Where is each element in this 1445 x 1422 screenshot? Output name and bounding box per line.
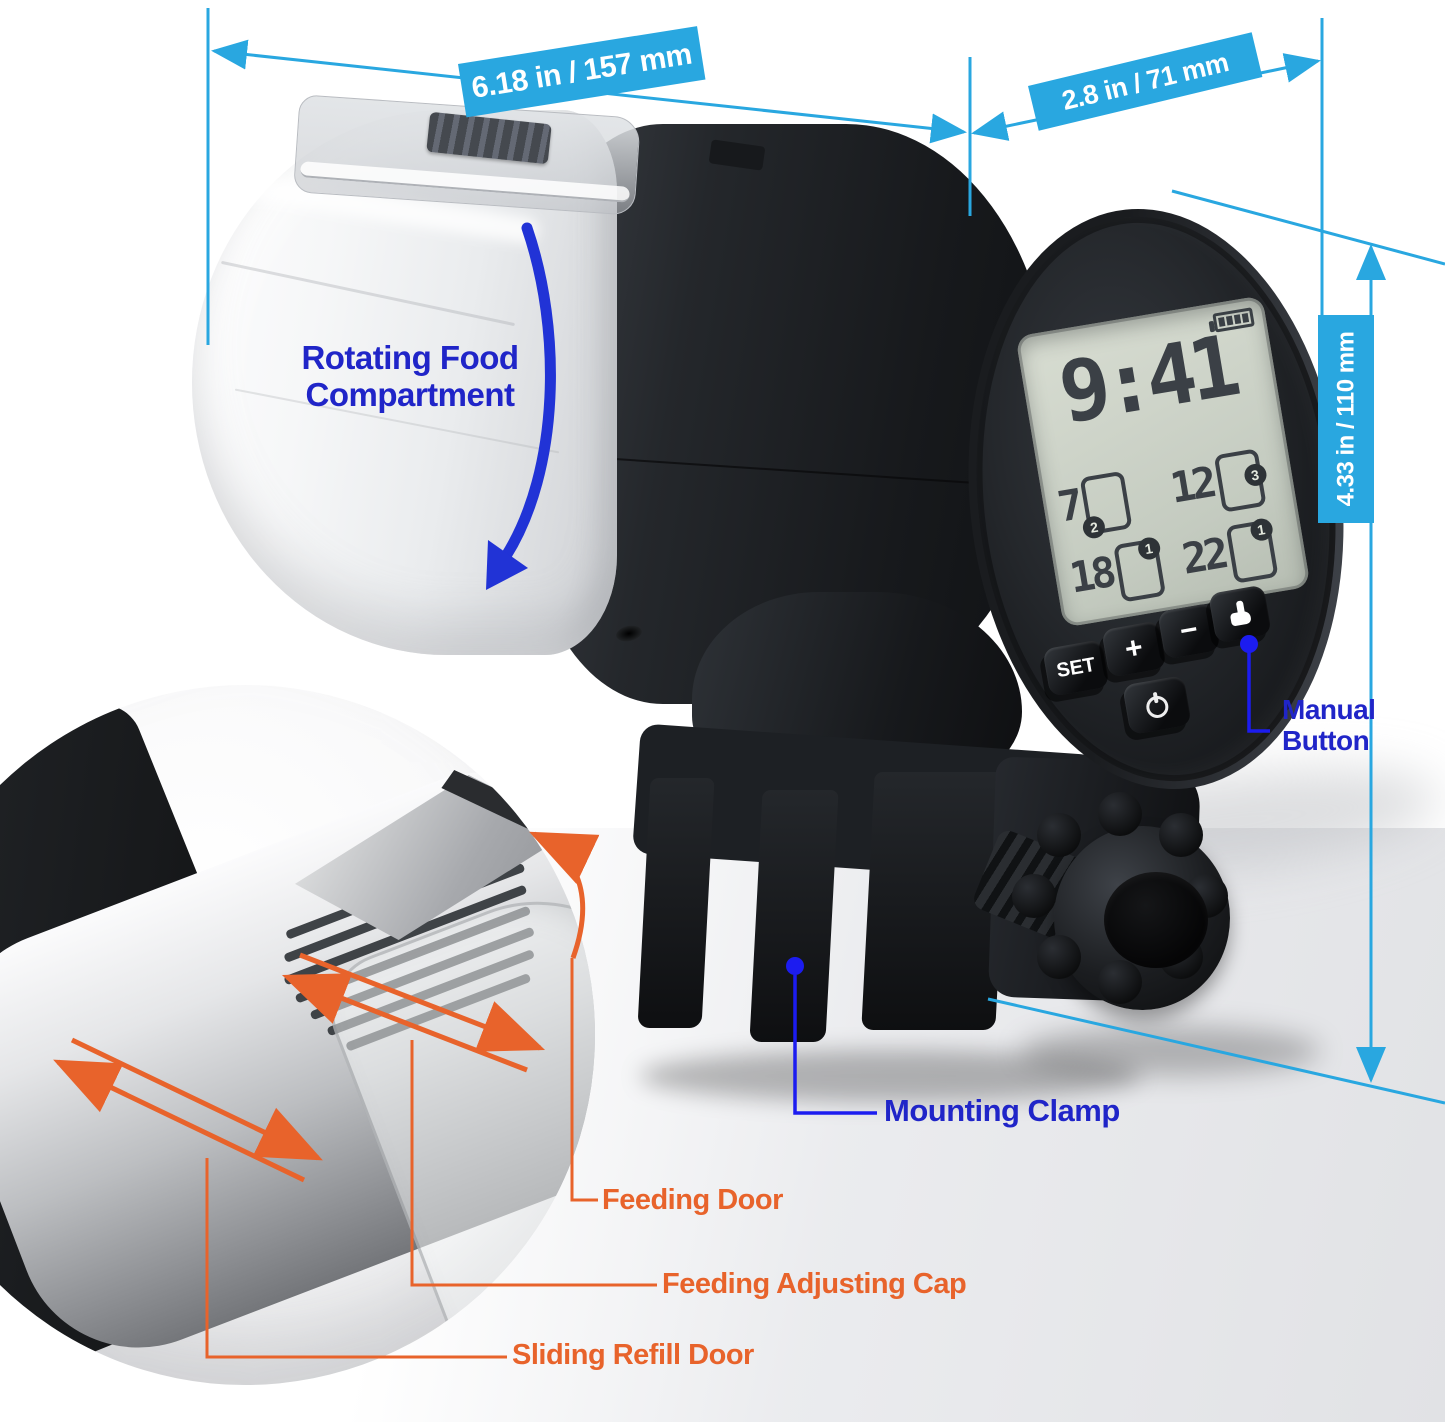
power-button[interactable] [1122,674,1192,736]
feed-hour: 7 [1054,479,1084,532]
portion-box: 3 [1213,448,1268,513]
manual-button-label: Manual Button [1282,694,1376,757]
pointing-hand-icon [1226,599,1254,629]
detail-inset-circle [0,685,595,1385]
feed-hour: 12 [1166,457,1217,513]
feeding-door-label: Feeding Door [602,1184,783,1216]
feed-time-3: 18 1 [1065,535,1166,610]
clamp-fin [637,778,715,1028]
length-dimension-label: 6.18 in / 157 mm [458,26,706,118]
knob-bump [1159,813,1203,857]
knob-bump [1098,960,1142,1004]
height-dimension-label: 4.33 in / 110 mm [1318,315,1374,523]
portion-count: 1 [1136,535,1162,562]
portion-count: 1 [1248,517,1274,543]
lcd-display: 9:41 7 2 12 3 18 1 22 1 [1015,295,1311,628]
power-icon [1144,691,1171,720]
clock-time: 9:41 [1052,316,1241,443]
portion-box: 1 [1225,517,1279,584]
knob-bump [1037,935,1081,979]
knob-bump [1037,813,1081,857]
feed-time-4: 22 1 [1178,517,1279,591]
mounting-clamp-label: Mounting Clamp [884,1093,1120,1128]
base-shadow [1020,1026,1320,1076]
feed-hour: 22 [1178,528,1229,584]
rotating-food-compartment-label: Rotating Food Compartment [301,339,519,413]
knob-center-hole [1104,872,1208,968]
feeding-adjusting-cap-label: Feeding Adjusting Cap [662,1268,967,1300]
feed-time-2: 12 3 [1166,448,1268,520]
knob-bump [1098,792,1142,836]
depth-dimension-label: 2.8 in / 71 mm [1028,32,1263,131]
portion-box: 1 [1112,535,1166,603]
sliding-refill-door-label: Sliding Refill Door [512,1339,754,1371]
clamp-fin [749,790,839,1042]
manual-feed-button[interactable] [1208,584,1272,644]
portion-count: 2 [1081,514,1107,540]
feed-time-1: 7 2 [1054,470,1133,540]
plus-button[interactable]: + [1101,620,1167,678]
knob-bump [1012,874,1056,918]
portion-box: 2 [1079,470,1133,540]
feed-hour: 18 [1065,547,1117,603]
portion-count: 3 [1242,462,1268,488]
